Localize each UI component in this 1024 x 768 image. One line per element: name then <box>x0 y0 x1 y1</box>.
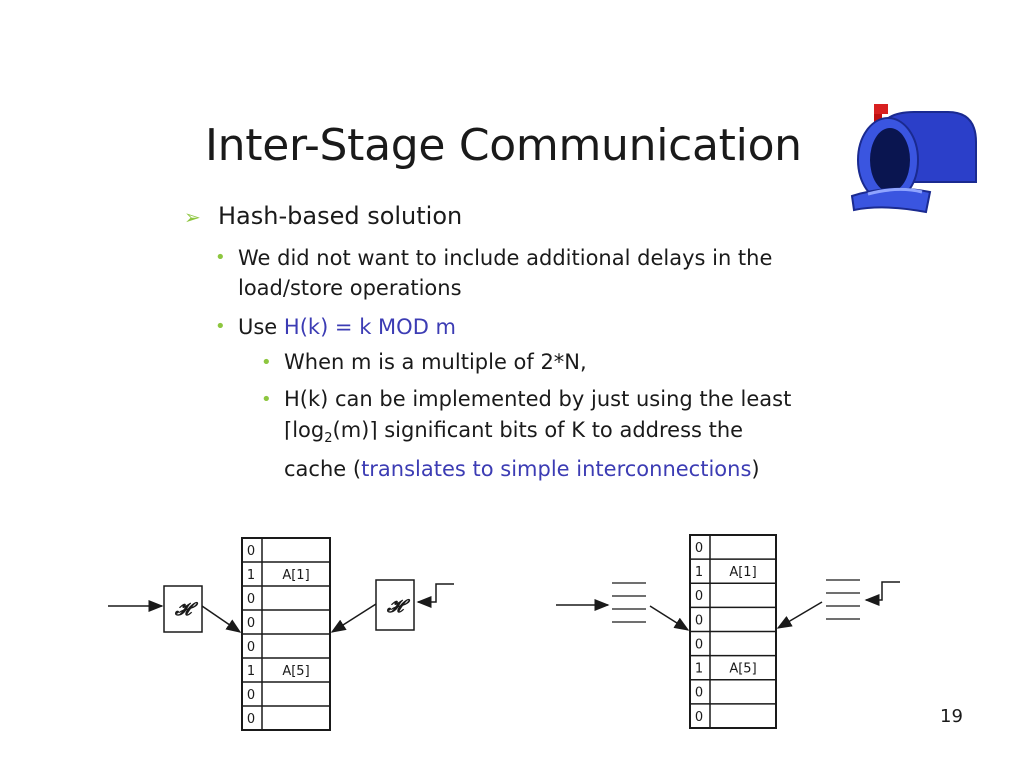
mailbox-icon <box>850 104 977 214</box>
table-row-bit: 0 <box>247 544 255 559</box>
table-row-bit: 0 <box>695 589 703 604</box>
table-row-entry: A[1] <box>282 568 309 583</box>
table-row-bit: 1 <box>247 664 255 679</box>
bullet-impl-line3-pre: cache ( <box>284 457 362 482</box>
table-row-bit: 0 <box>695 637 703 652</box>
bullet-use-prefix: Use <box>238 315 284 339</box>
right-input-arrow <box>416 583 454 608</box>
bullet-dot-icon: • <box>215 316 226 337</box>
bullet-delays: • We did not want to include additional … <box>215 243 918 303</box>
bullet-multiple-text: When m is a multiple of 2*N, <box>284 350 587 374</box>
arrowhead-bullet-icon: ➢ <box>184 205 201 229</box>
right-hash-to-table-arrow <box>330 603 377 633</box>
bullet-level1: ➢ Hash-based solution <box>184 202 462 230</box>
left-hash-box-out <box>375 579 415 631</box>
table-row-bit: 1 <box>695 662 703 677</box>
left-hash-box-in <box>163 585 203 633</box>
right-output-arrow <box>864 581 900 606</box>
table-row-bit: 0 <box>695 686 703 701</box>
table-row-bit: 0 <box>247 712 255 727</box>
log-subscript: 2 <box>324 431 333 447</box>
bullet-delays-line2: load/store operations <box>238 276 462 300</box>
bullet-impl-line1: H(k) can be implemented by just using th… <box>284 387 792 411</box>
bullet-impl-line2-post: (m)⌉ significant bits of K to address th… <box>332 418 744 442</box>
page-number: 19 <box>940 706 963 727</box>
bits-to-table-arrow <box>649 605 690 631</box>
right-bits-to-table-arrow <box>776 601 823 629</box>
bullet-use-hash: • Use H(k) = k MOD m <box>215 312 918 342</box>
bullet-implementation: • H(k) can be implemented by just using … <box>261 384 904 485</box>
bullet-hash-based: Hash-based solution <box>218 202 463 230</box>
table-row-entry: A[1] <box>729 565 756 580</box>
table-row-bit: 0 <box>695 613 703 628</box>
bullet-delays-line1: We did not want to include additional de… <box>238 246 773 270</box>
slide-title: Inter-Stage Communication <box>205 120 802 171</box>
bullet-dot-icon: • <box>261 389 272 410</box>
bullet-multiple: • When m is a multiple of 2*N, <box>261 347 904 378</box>
table-row-bit: 0 <box>247 592 255 607</box>
left-bit-lines <box>612 582 646 623</box>
bullet-impl-line3-post: ) <box>751 457 760 482</box>
hash-formula: H(k) = k MOD m <box>283 315 456 339</box>
bullet-dot-icon: • <box>215 247 226 268</box>
table-row-bit: 0 <box>247 616 255 631</box>
bullet-impl-line2-pre: ⌈log <box>284 418 325 442</box>
left-to-table-arrow <box>201 605 242 633</box>
table-row-bit: 0 <box>247 640 255 655</box>
bullet-dot-icon: • <box>261 352 272 373</box>
interconnect-note: translates to simple interconnections <box>361 457 752 482</box>
table-row-bit: 0 <box>695 541 703 556</box>
table-row-entry: A[5] <box>282 664 309 679</box>
table-row-bit: 1 <box>247 568 255 583</box>
table-row-bit: 0 <box>247 688 255 703</box>
right-bit-lines <box>826 579 860 620</box>
table-row-bit: 0 <box>695 710 703 725</box>
table-row-bit: 1 <box>695 565 703 580</box>
table-row-entry: A[5] <box>729 662 756 677</box>
